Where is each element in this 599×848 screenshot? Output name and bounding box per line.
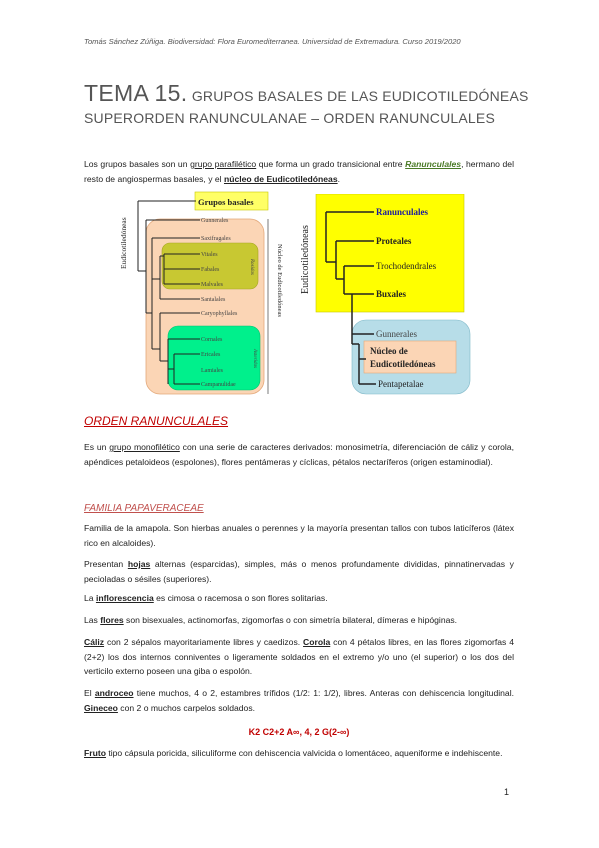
diagram2-eudicots-label: Eudicotiledóneas (300, 225, 311, 294)
term-hojas: hojas (127, 559, 151, 569)
orden-heading: ORDEN RANUNCULALES (84, 414, 229, 428)
phylogeny-diagram-1: Eudicotiledóneas Grupos basales Gunneral… (119, 191, 283, 395)
taxon-campanulidae: Campanulidae (201, 382, 236, 388)
diagram1-nucleus-label: Núcleo de Eudicotiledóneas (276, 244, 283, 317)
link-ranunculales[interactable]: Ranunculales (405, 159, 462, 169)
diagram1-asterids-box (167, 325, 261, 391)
taxon2-nucleo-line1: Núcleo de (370, 346, 408, 356)
taxon-vitales: Vitales (201, 252, 218, 258)
link-grupo-monofiletico[interactable]: grupo monofilético (109, 442, 180, 452)
term-gineceo: Gineceo (84, 702, 118, 713)
taxon2-pentapetalae: Pentapetalae (378, 379, 423, 389)
taxon-lamiales: Lamiales (201, 368, 224, 374)
taxon2-ranunculales: Ranunculales (376, 207, 429, 217)
diagram1-top: Grupos basales (198, 197, 254, 207)
page-subtitle: SUPERORDEN RANUNCULANAE – ORDEN RANUNCUL… (84, 110, 495, 126)
familia-heading: FAMILIA PAPAVERACEAE (84, 503, 204, 514)
term-fruto: Fruto (84, 748, 106, 758)
diagram1-eudicots-label: Eudicotiledóneas (119, 217, 128, 269)
taxon-gunnerales: Gunnerales (201, 218, 229, 224)
orden-paragraph: Es un grupo monofilético con una serie d… (84, 442, 514, 467)
familia-p6: El androceo tiene muchos, 4 o 2, estambr… (84, 688, 514, 713)
phylogeny-diagram-2: Eudicotiledóneas Ranunculales Proteales … (300, 194, 471, 395)
page-title: TEMA 15. GRUPOS BASALES DE LAS EUDICOTIL… (84, 80, 529, 107)
taxon2-gunnerales: Gunnerales (376, 329, 417, 339)
link-nucleo-eudicotiledoneas[interactable]: núcleo de Eudicotiledóneas (223, 173, 338, 184)
taxon-caryophyllales: Caryophyllales (201, 311, 238, 317)
taxon2-proteales: Proteales (376, 236, 412, 246)
familia-p4: Las flores son bisexuales, actinomorfas,… (84, 615, 458, 625)
familia-p5: Cáliz con 2 sépalos mayoritariamente lib… (84, 637, 514, 676)
diagram2-nucleus-box (363, 340, 457, 374)
diagram1-rosids-label: Rosidas (249, 258, 254, 275)
floral-formula: K2 C2+2 A∞, 4, 2 G(2-∞) (248, 727, 350, 737)
title-line1: GRUPOS BASALES DE LAS EUDICOTILEDÓNEAS (191, 88, 529, 104)
title-number: TEMA 15. (84, 80, 188, 106)
taxon-malvales: Malvales (201, 282, 224, 288)
taxon2-trochodendrales: Trochodendrales (376, 261, 437, 271)
term-flores: flores (100, 615, 124, 625)
taxon-fabales: Fabales (201, 267, 220, 273)
diagram1-asterids-label: Asteridas (252, 348, 257, 368)
term-inflorescencia: inflorescencia (95, 593, 154, 603)
taxon-santalales: Santalales (201, 297, 226, 303)
page-header: Tomás Sánchez Zúñiga. Biodiversidad: Flo… (84, 37, 461, 46)
familia-p2: Presentan hojas alternas (esparcidas), s… (84, 559, 514, 584)
taxon2-buxales: Buxales (376, 289, 407, 299)
familia-p1: Familia de la amapola. Son hierbas anual… (84, 523, 514, 548)
intro-paragraph: Los grupos basales son un grupo parafilé… (84, 159, 514, 184)
diagram2-basal-box (315, 194, 465, 313)
link-grupo-parafiletico[interactable]: grupo parafilético (190, 159, 257, 169)
taxon2-nucleo-line2: Eudicotiledóneas (370, 359, 436, 369)
familia-p7: Fruto tipo cápsula poricida, siliculifor… (84, 748, 503, 758)
taxon-cornales: Cornales (201, 337, 223, 343)
familia-p3: La inflorescencia es cimosa o racemosa o… (84, 593, 328, 603)
page-number: 1 (504, 787, 510, 797)
term-androceo: androceo (94, 688, 134, 698)
taxon-saxifragales: Saxifragales (201, 235, 231, 242)
term-caliz: Cáliz (84, 637, 105, 647)
taxon-ericales: Ericales (201, 352, 221, 358)
term-corola: Corola (303, 637, 331, 647)
